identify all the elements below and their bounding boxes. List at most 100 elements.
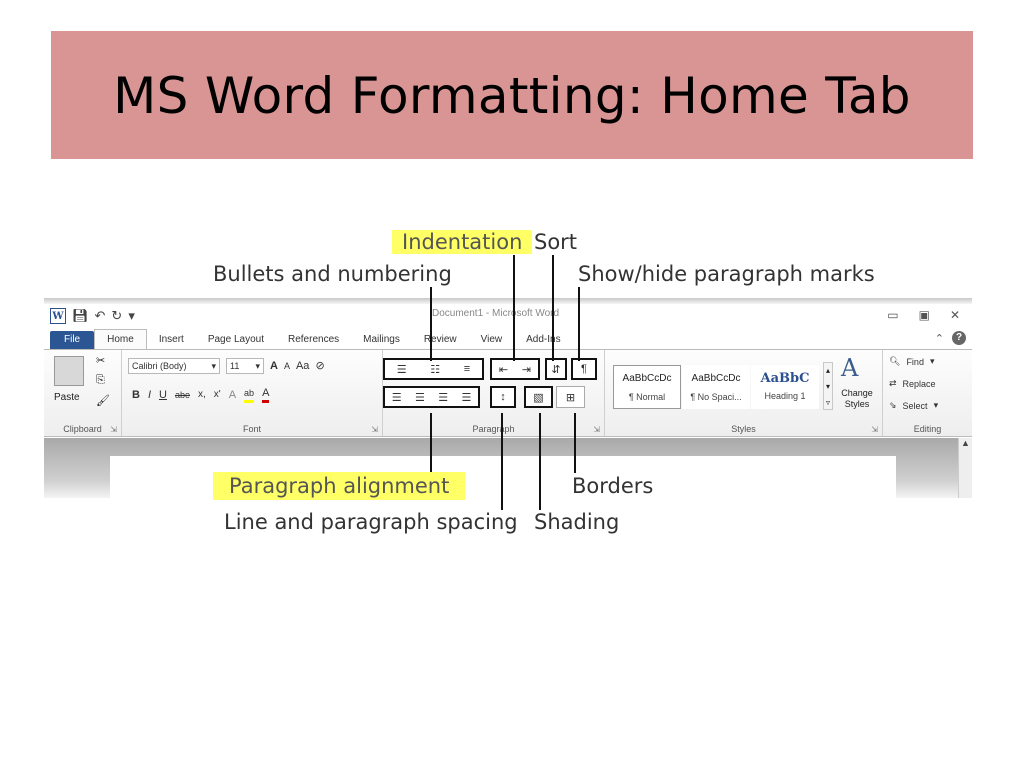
- binoculars-icon: 🔍︎: [889, 356, 901, 366]
- align-right-icon[interactable]: ☰: [438, 391, 449, 404]
- italic-button[interactable]: I: [147, 388, 152, 401]
- word-icon[interactable]: W: [50, 308, 66, 324]
- editing-group: 🔍︎ Find ▾ ⇄ Replace ⇘ Select ▾ Editing: [883, 350, 972, 436]
- bold-button[interactable]: B: [132, 388, 140, 401]
- tab-references[interactable]: References: [288, 334, 340, 345]
- change-styles-button[interactable]: Change Styles: [841, 388, 873, 409]
- callout-line-spacing: Line and paragraph spacing: [224, 510, 518, 534]
- clear-format-icon[interactable]: ⊘: [315, 360, 325, 372]
- font-size-select[interactable]: 11▾: [226, 358, 264, 374]
- cut-icon[interactable]: ✂: [96, 355, 106, 367]
- highlight-button[interactable]: ab: [244, 386, 255, 403]
- customize-icon[interactable]: ▾: [128, 308, 135, 323]
- sort-box: ⇵: [545, 358, 567, 380]
- font-name-select[interactable]: Calibri (Body)▾: [128, 358, 220, 374]
- line-spacing-box: ↕: [490, 386, 516, 408]
- bullets-icon[interactable]: ☰: [396, 363, 407, 376]
- close-icon[interactable]: ✕: [949, 308, 960, 322]
- clipboard-group-label: Clipboard⇲: [63, 424, 117, 434]
- undo-icon[interactable]: ↶: [94, 308, 106, 323]
- save-icon[interactable]: 💾︎: [72, 308, 89, 323]
- sort-icon[interactable]: ⇵: [551, 363, 561, 376]
- find-button[interactable]: Find: [906, 356, 924, 367]
- increase-indent-icon[interactable]: ⇥: [521, 363, 532, 376]
- subscript-button[interactable]: x,: [198, 388, 206, 400]
- paste-icon[interactable]: [54, 356, 84, 386]
- copy-icon[interactable]: ⎘: [96, 374, 105, 386]
- align-left-icon[interactable]: ☰: [391, 391, 402, 404]
- paste-button[interactable]: Paste: [54, 392, 80, 403]
- select-button[interactable]: Select: [902, 400, 928, 411]
- vertical-scrollbar[interactable]: ▲: [958, 438, 972, 498]
- callout-borders: Borders: [572, 474, 654, 498]
- replace-button[interactable]: Replace: [902, 378, 936, 389]
- alignment-box: ☰ ☰ ☰ ☰: [383, 386, 480, 408]
- superscript-button[interactable]: x': [213, 388, 221, 400]
- connector-borders: [574, 413, 576, 473]
- tab-view[interactable]: View: [480, 334, 503, 345]
- callout-show-hide: Show/hide paragraph marks: [578, 262, 875, 286]
- change-styles-icon[interactable]: A: [841, 354, 859, 382]
- numbering-icon[interactable]: ☷: [430, 363, 441, 376]
- decrease-indent-icon[interactable]: ⇤: [498, 363, 509, 376]
- document-area: ▲: [44, 438, 972, 498]
- shading-icon[interactable]: ▧: [533, 391, 544, 404]
- text-effects-button[interactable]: A: [228, 388, 237, 401]
- line-spacing-icon[interactable]: ↕: [500, 391, 506, 403]
- grow-font-button[interactable]: A: [270, 360, 278, 372]
- format-painter-icon[interactable]: 🖌︎: [96, 395, 110, 407]
- select-dropdown-icon[interactable]: ▾: [933, 400, 939, 410]
- font-color-button[interactable]: A: [262, 386, 270, 403]
- editing-group-label: Editing: [913, 424, 942, 434]
- redo-icon[interactable]: ↻: [111, 308, 123, 323]
- connector-bullets: [430, 287, 432, 361]
- shrink-font-button[interactable]: A: [283, 361, 290, 371]
- font-row-2: B I U abe x, x' A ab A: [132, 386, 270, 403]
- justify-icon[interactable]: ☰: [461, 391, 472, 404]
- tab-insert[interactable]: Insert: [158, 334, 184, 345]
- style-heading-1[interactable]: AaBbC Heading 1: [751, 365, 819, 409]
- slide-title-bar: MS Word Formatting: Home Tab: [51, 31, 973, 159]
- window-frame: [44, 298, 972, 304]
- word-window: W 💾︎ ↶ ↻ ▾ Document1 - Microsoft Word ▭ …: [44, 298, 972, 498]
- quick-access-toolbar: W 💾︎ ↶ ↻ ▾: [50, 308, 135, 324]
- change-case-button[interactable]: Aa: [295, 360, 310, 372]
- borders-icon[interactable]: ⊞: [565, 391, 576, 404]
- styles-scroll[interactable]: ▴▾▿: [823, 362, 833, 410]
- find-dropdown-icon[interactable]: ▾: [929, 356, 935, 366]
- help-icon[interactable]: ?: [952, 331, 966, 345]
- styles-group: AaBbCcDc ¶ Normal AaBbCcDc ¶ No Spaci...…: [605, 350, 883, 436]
- style-normal[interactable]: AaBbCcDc ¶ Normal: [613, 365, 681, 409]
- connector-sort: [552, 255, 554, 361]
- minimize-icon[interactable]: ▭: [887, 308, 899, 322]
- clipboard-group: Paste ✂ ⎘ 🖌︎ Clipboard⇲: [44, 350, 122, 436]
- pilcrow-icon[interactable]: ¶: [581, 363, 587, 375]
- underline-button[interactable]: U: [159, 388, 167, 401]
- window-title: Document1 - Microsoft Word: [432, 308, 560, 319]
- ribbon-tabs: File Home Insert Page Layout References …: [44, 329, 972, 349]
- minimize-ribbon-icon[interactable]: ⌃: [934, 332, 944, 345]
- multilevel-list-icon[interactable]: ≡: [463, 363, 471, 375]
- ribbon-help-controls: ⌃ ?: [935, 331, 966, 345]
- borders-box: ⊞: [556, 386, 585, 408]
- tab-file[interactable]: File: [50, 331, 95, 349]
- replace-icon: ⇄: [889, 378, 897, 388]
- font-group: Calibri (Body)▾ 11▾ A A Aa ⊘ B I U abe x…: [122, 350, 383, 436]
- window-controls: ▭ ▣ ✕: [887, 308, 960, 322]
- callout-shading: Shading: [534, 510, 620, 534]
- tab-add-ins[interactable]: Add-Ins: [526, 334, 561, 345]
- connector-show-hide: [578, 287, 580, 361]
- connector-shading: [539, 413, 541, 510]
- connector-line-spacing: [501, 413, 503, 510]
- strikethrough-button[interactable]: abe: [174, 389, 190, 400]
- tab-review[interactable]: Review: [423, 334, 457, 345]
- callout-alignment: Paragraph alignment: [213, 472, 466, 500]
- connector-indentation: [513, 255, 515, 361]
- style-no-spacing[interactable]: AaBbCcDc ¶ No Spaci...: [682, 365, 750, 409]
- tab-page-layout[interactable]: Page Layout: [207, 334, 264, 345]
- tab-home[interactable]: Home: [94, 329, 147, 349]
- ribbon: Paste ✂ ⎘ 🖌︎ Clipboard⇲ Calibri (Body)▾ …: [44, 349, 972, 437]
- align-center-icon[interactable]: ☰: [414, 391, 425, 404]
- tab-mailings[interactable]: Mailings: [363, 334, 400, 345]
- restore-icon[interactable]: ▣: [918, 308, 930, 322]
